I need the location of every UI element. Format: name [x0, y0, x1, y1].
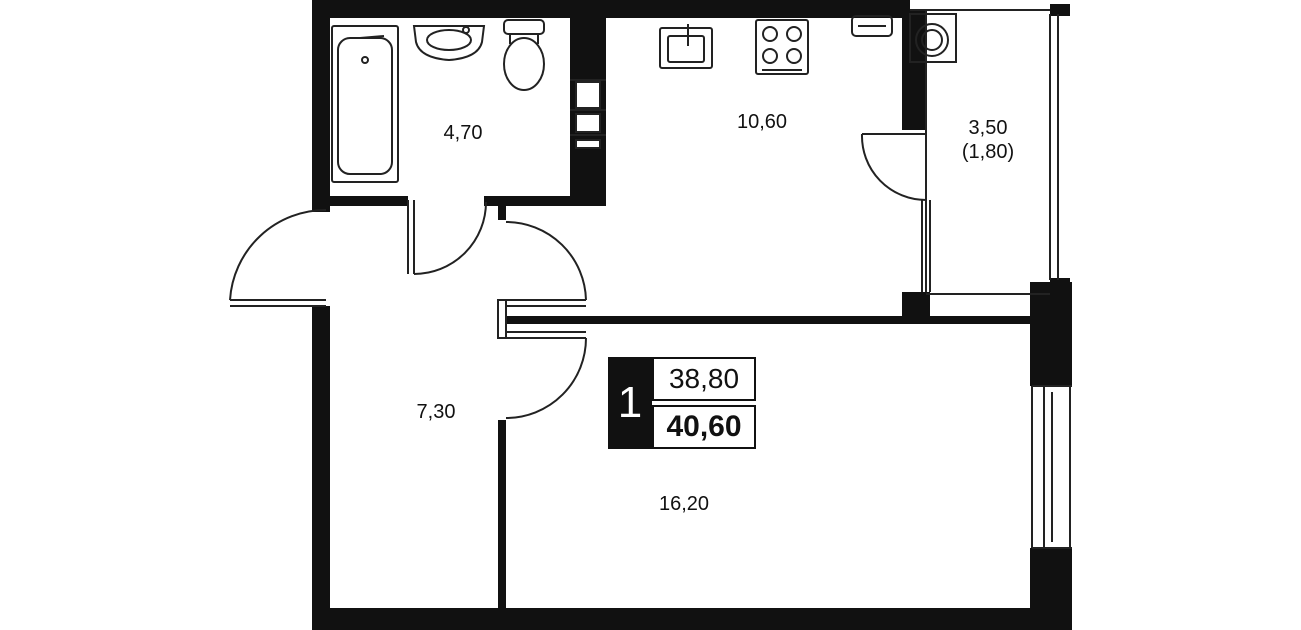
- bathtub-icon: [331, 25, 399, 183]
- stove-icon: [755, 19, 809, 75]
- room-door-swing: [505, 337, 587, 419]
- bathtub-inner: [337, 37, 393, 175]
- stove-burner-3: [762, 48, 778, 64]
- balcony-area: 3,50 (1,80): [962, 116, 1014, 164]
- wall-hall-kitchen: [498, 202, 506, 220]
- water-heater-icon: [851, 15, 893, 37]
- stove-burner-2: [786, 26, 802, 42]
- hallway-area: 7,30: [417, 400, 456, 424]
- washing-machine-drum: [915, 23, 949, 57]
- niche-2: [575, 113, 601, 133]
- bathroom-area: 4,70: [444, 121, 483, 145]
- niche-3: [575, 139, 601, 149]
- hallway-area-value: 7,30: [416, 401, 456, 423]
- living-room-area: 16,20: [659, 492, 709, 516]
- wall-right-lower: [1030, 548, 1072, 630]
- toilet-tank: [503, 19, 545, 35]
- wall-bath-bottom-2: [484, 196, 606, 206]
- bathtub-faucet: [359, 35, 385, 39]
- living-area: 38,80: [652, 357, 756, 401]
- wall-left-lower: [312, 306, 330, 630]
- wall-right-upper: [1030, 282, 1072, 386]
- balcony-door-swing: [860, 133, 927, 201]
- kitchen-door-swing: [505, 221, 587, 301]
- apartment-summary-badge: 1 38,80 40,60: [608, 357, 756, 449]
- washing-machine-drum-inner: [921, 29, 943, 51]
- wall-balcony-corner: [1050, 278, 1070, 288]
- living-room-area-value: 16,20: [658, 493, 710, 515]
- kitchen-area: 10,60: [737, 110, 787, 134]
- wall-top-right: [1050, 4, 1070, 16]
- wall-bath-bottom: [330, 196, 408, 206]
- bath-door-swing: [413, 201, 487, 275]
- sink-icon: [412, 25, 486, 62]
- bathroom-area-value: 4,70: [443, 122, 483, 144]
- rooms-count: 1: [608, 357, 652, 449]
- sink-basin: [426, 29, 472, 51]
- toilet-bowl-icon: [503, 37, 545, 91]
- total-area: 40,60: [652, 405, 756, 449]
- washing-machine-icon: [909, 13, 957, 63]
- door-swings: [229, 133, 927, 419]
- fixtures: [331, 13, 957, 183]
- stove-burner-1: [762, 26, 778, 42]
- bathtub-drain: [361, 56, 369, 64]
- sink-tap: [462, 26, 470, 34]
- kitchen-sink-basin: [667, 35, 705, 63]
- wall-kitchen-room: [498, 316, 1032, 324]
- stove-burner-4: [786, 48, 802, 64]
- walls: [312, 0, 1072, 630]
- wall-hall-room: [498, 420, 506, 610]
- wall-top: [312, 0, 910, 18]
- kitchen-sink-icon: [659, 27, 713, 69]
- balcony-area-reduced: (1,80): [961, 141, 1015, 163]
- entry-door-swing: [229, 208, 327, 301]
- wall-kitchen-balcony-top: [902, 10, 926, 130]
- thin-lines: [230, 9, 1072, 549]
- wall-left-upper: [312, 0, 330, 212]
- door-jamb-1: [497, 299, 507, 339]
- kitchen-area-value: 10,60: [736, 111, 788, 133]
- niche-1: [575, 81, 601, 109]
- wall-bottom: [312, 608, 1072, 630]
- balcony-area-value: 3,50: [968, 117, 1008, 139]
